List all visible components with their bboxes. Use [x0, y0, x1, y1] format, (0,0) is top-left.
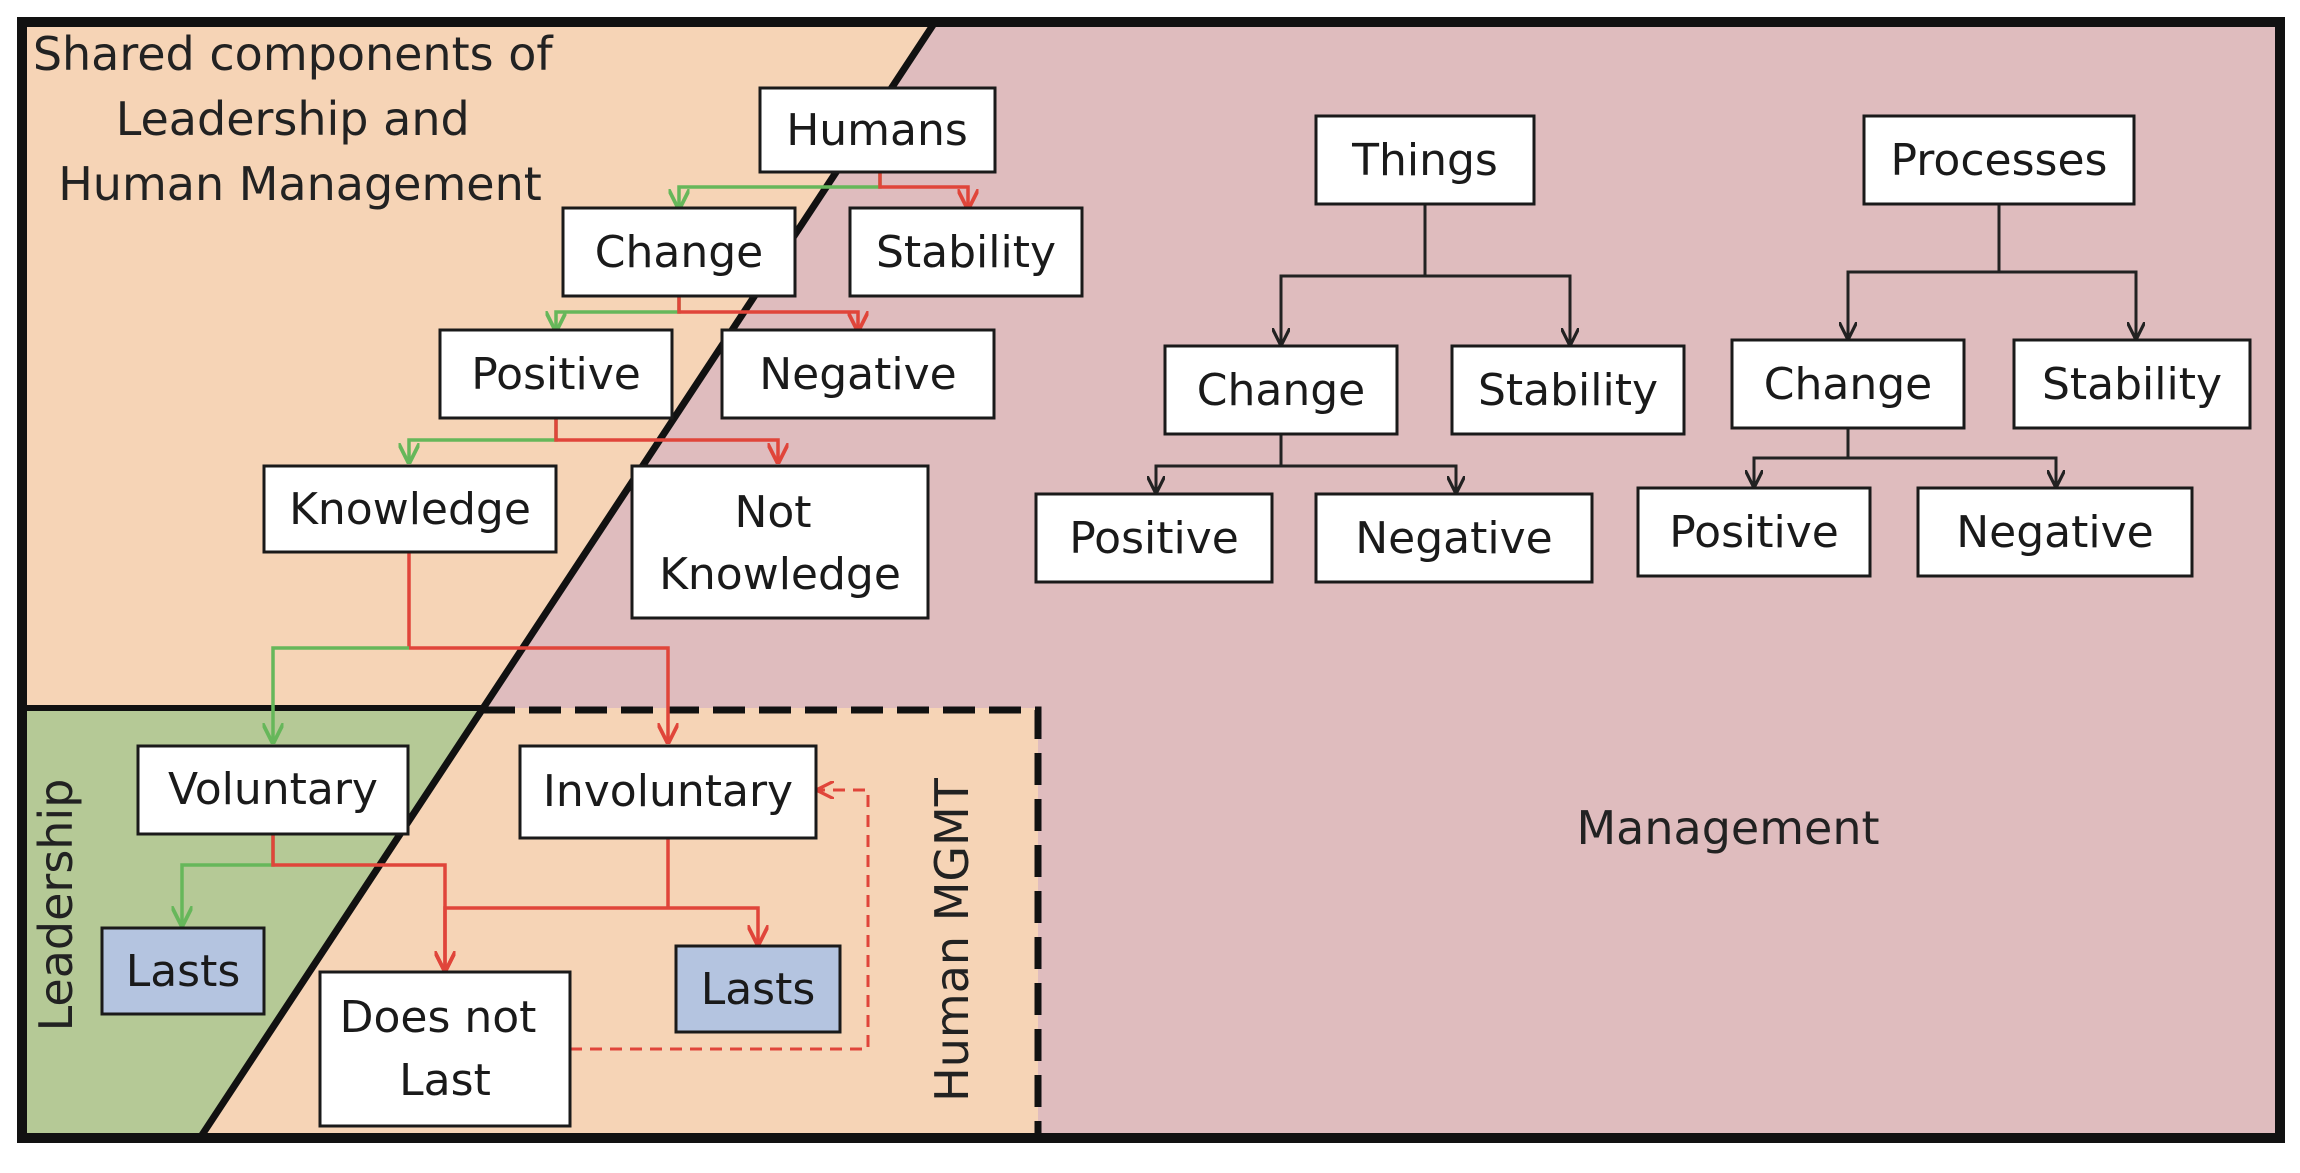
node-things-change: Change: [1163, 344, 1399, 436]
node-processes: Processes: [1862, 114, 2136, 206]
node-does-not-last: Does not Last: [318, 970, 572, 1128]
node-humans-label: Humans: [786, 105, 968, 156]
node-involuntary: Involuntary: [518, 744, 818, 840]
connector-pchange-negative: [1848, 456, 2056, 486]
node-processes-label: Processes: [1891, 135, 2108, 186]
node-human-stability-label: Stability: [876, 227, 1056, 278]
node-things-stability-label: Stability: [1478, 365, 1658, 416]
node-processes-positive-label: Positive: [1669, 507, 1839, 558]
node-humans: Humans: [758, 86, 997, 174]
management-label: Management: [1576, 801, 1879, 855]
node-lasts-leadership-label: Lasts: [126, 946, 241, 997]
connector-things-stability: [1425, 274, 1570, 344]
connector-things-change: [1281, 274, 1425, 344]
node-human-change-label: Change: [595, 227, 763, 278]
connector-involuntary-lasts: [668, 906, 758, 944]
connector-tchange-negative: [1281, 464, 1456, 492]
connector-knowledge-involuntary: [409, 646, 668, 742]
node-things-positive-label: Positive: [1069, 513, 1239, 564]
connector-positive-notknowledge: [554, 418, 778, 462]
processes-connectors: [1754, 204, 2136, 486]
connector-knowledge-voluntary: [273, 646, 409, 742]
node-human-positive-label: Positive: [471, 349, 641, 400]
node-lasts-human-mgmt: Lasts: [674, 944, 842, 1034]
connector-processes-stability: [1999, 270, 2136, 338]
node-processes-stability: Stability: [2012, 338, 2252, 430]
node-involuntary-label: Involuntary: [543, 766, 793, 817]
node-processes-positive: Positive: [1636, 486, 1872, 578]
connector-processes-change: [1848, 270, 1999, 338]
diagonal-divider: [197, 20, 938, 1140]
node-knowledge-label: Knowledge: [289, 484, 531, 535]
humans-connectors: [182, 172, 968, 1051]
node-voluntary: Voluntary: [136, 744, 410, 836]
node-voluntary-label: Voluntary: [168, 764, 378, 815]
leadership-label: Leadership: [29, 779, 83, 1032]
node-human-stability: Stability: [848, 206, 1084, 298]
node-not-knowledge: Not Knowledge: [630, 464, 930, 620]
human-mgmt-label: Human MGMT: [925, 777, 979, 1102]
connector-doesnotlast-feedback-dashed: [570, 790, 870, 1051]
node-things-stability: Stability: [1450, 344, 1686, 436]
node-processes-change: Change: [1730, 338, 1966, 430]
node-things-negative-label: Negative: [1355, 513, 1552, 564]
connector-change-negative: [677, 296, 858, 330]
node-things-change-label: Change: [1197, 365, 1365, 416]
node-processes-negative-label: Negative: [1956, 507, 2153, 558]
node-does-not-last-label: Does not Last: [340, 992, 551, 1106]
node-processes-negative: Negative: [1916, 486, 2194, 578]
connector-humans-stability: [878, 172, 968, 208]
things-connectors: [1156, 204, 1570, 492]
connector-involuntary-doesnotlast: [445, 906, 668, 970]
node-knowledge: Knowledge: [262, 464, 558, 554]
node-human-positive: Positive: [438, 328, 674, 420]
node-lasts-human-mgmt-label: Lasts: [701, 964, 816, 1015]
node-human-change: Change: [561, 206, 797, 298]
node-things-positive: Positive: [1034, 492, 1274, 584]
node-processes-change-label: Change: [1764, 359, 1932, 410]
node-things-label: Things: [1351, 135, 1498, 186]
node-things-negative: Negative: [1314, 492, 1594, 584]
node-not-knowledge-label: Not Knowledge: [659, 487, 901, 600]
node-things: Things: [1314, 114, 1536, 206]
connector-tchange-positive: [1156, 464, 1281, 492]
shared-components-title: Shared components of Leadership and Huma…: [33, 27, 567, 211]
outer-frame: [17, 17, 2285, 1143]
node-human-negative: Negative: [720, 328, 996, 420]
connector-pchange-positive: [1754, 456, 1848, 486]
node-lasts-leadership: Lasts: [100, 926, 266, 1016]
node-processes-stability-label: Stability: [2042, 359, 2222, 410]
node-human-negative-label: Negative: [759, 349, 956, 400]
